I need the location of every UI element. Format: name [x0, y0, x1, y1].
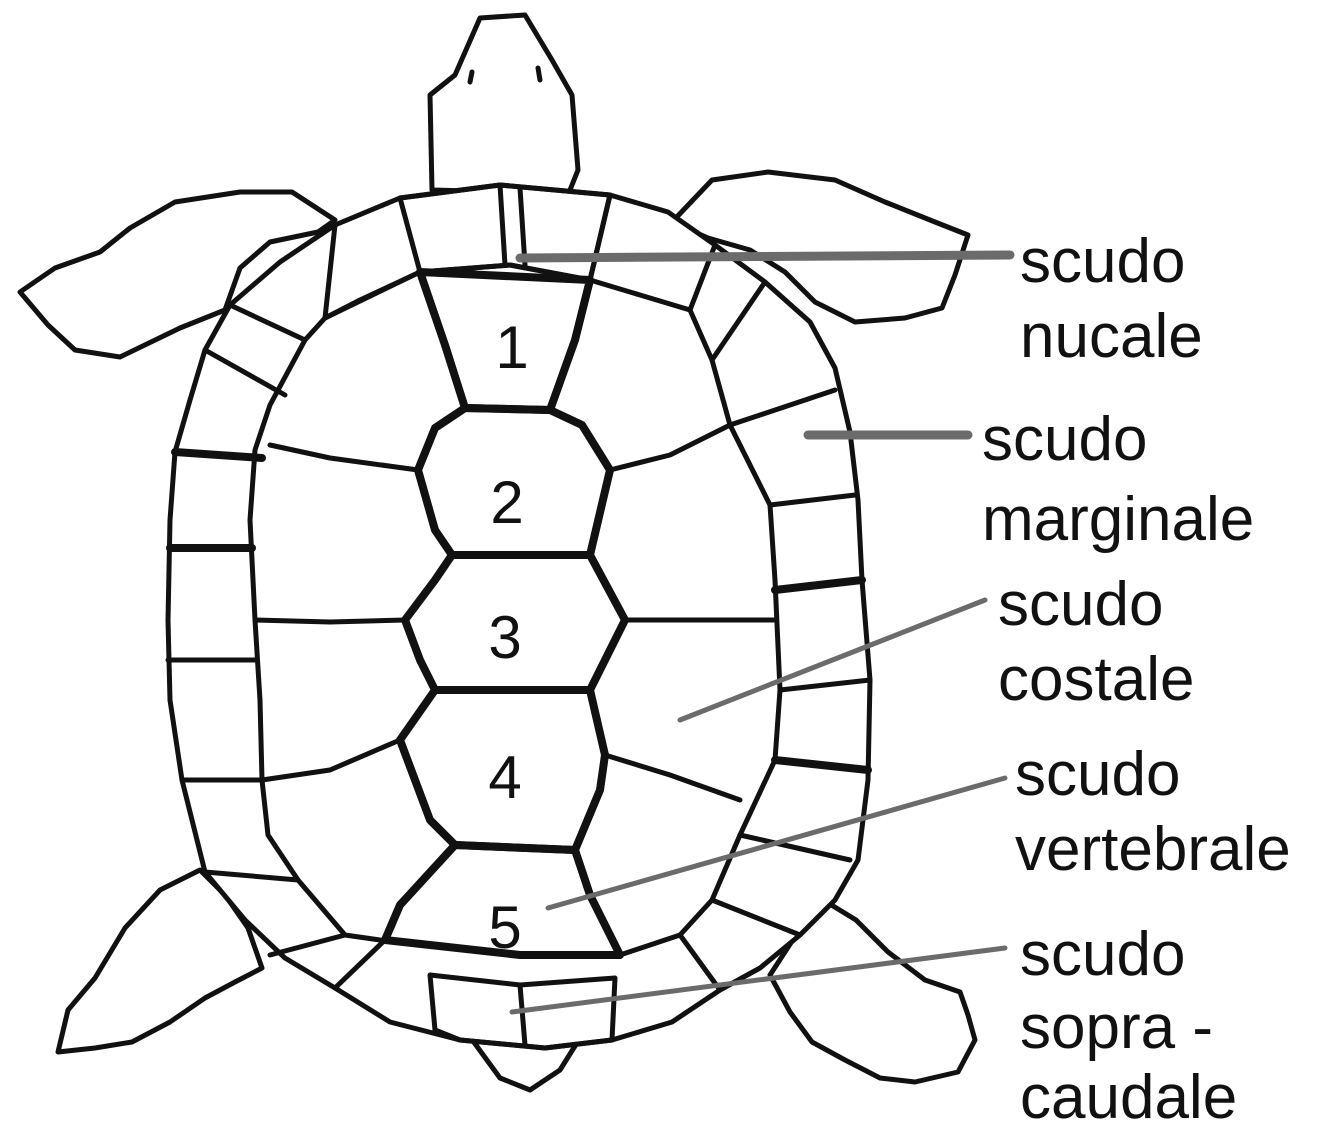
label-marginale-line2: marginale — [982, 485, 1254, 554]
label-sopracaudale-line3: caudale — [1020, 1063, 1237, 1127]
head-mark-right — [538, 68, 540, 80]
label-costale-line1: scudo — [998, 570, 1163, 639]
vertebral-number-5: 5 — [488, 894, 521, 961]
vertebral-number-2: 2 — [490, 469, 523, 536]
vertebral-number-4: 4 — [488, 744, 521, 811]
costal-divider-left-2 — [255, 620, 405, 622]
label-nucale-line2: nucale — [1020, 302, 1203, 371]
vertebral-number-1: 1 — [495, 314, 528, 381]
head-mark-left — [470, 72, 472, 82]
label-marginale-line1: scudo — [982, 405, 1147, 474]
label-vertebrale-line1: scudo — [1015, 740, 1180, 809]
label-sopracaudale-line2: sopra - — [1020, 993, 1213, 1062]
label-sopracaudale-line1: scudo — [1020, 920, 1185, 989]
label-nucale-line1: scudo — [1020, 227, 1185, 296]
label-vertebrale-line2: vertebrale — [1015, 815, 1291, 884]
label-costale-line2: costale — [998, 645, 1194, 714]
leader-nucale — [520, 255, 1010, 258]
turtle-head — [430, 15, 578, 195]
vertebral-number-3: 3 — [488, 604, 521, 671]
